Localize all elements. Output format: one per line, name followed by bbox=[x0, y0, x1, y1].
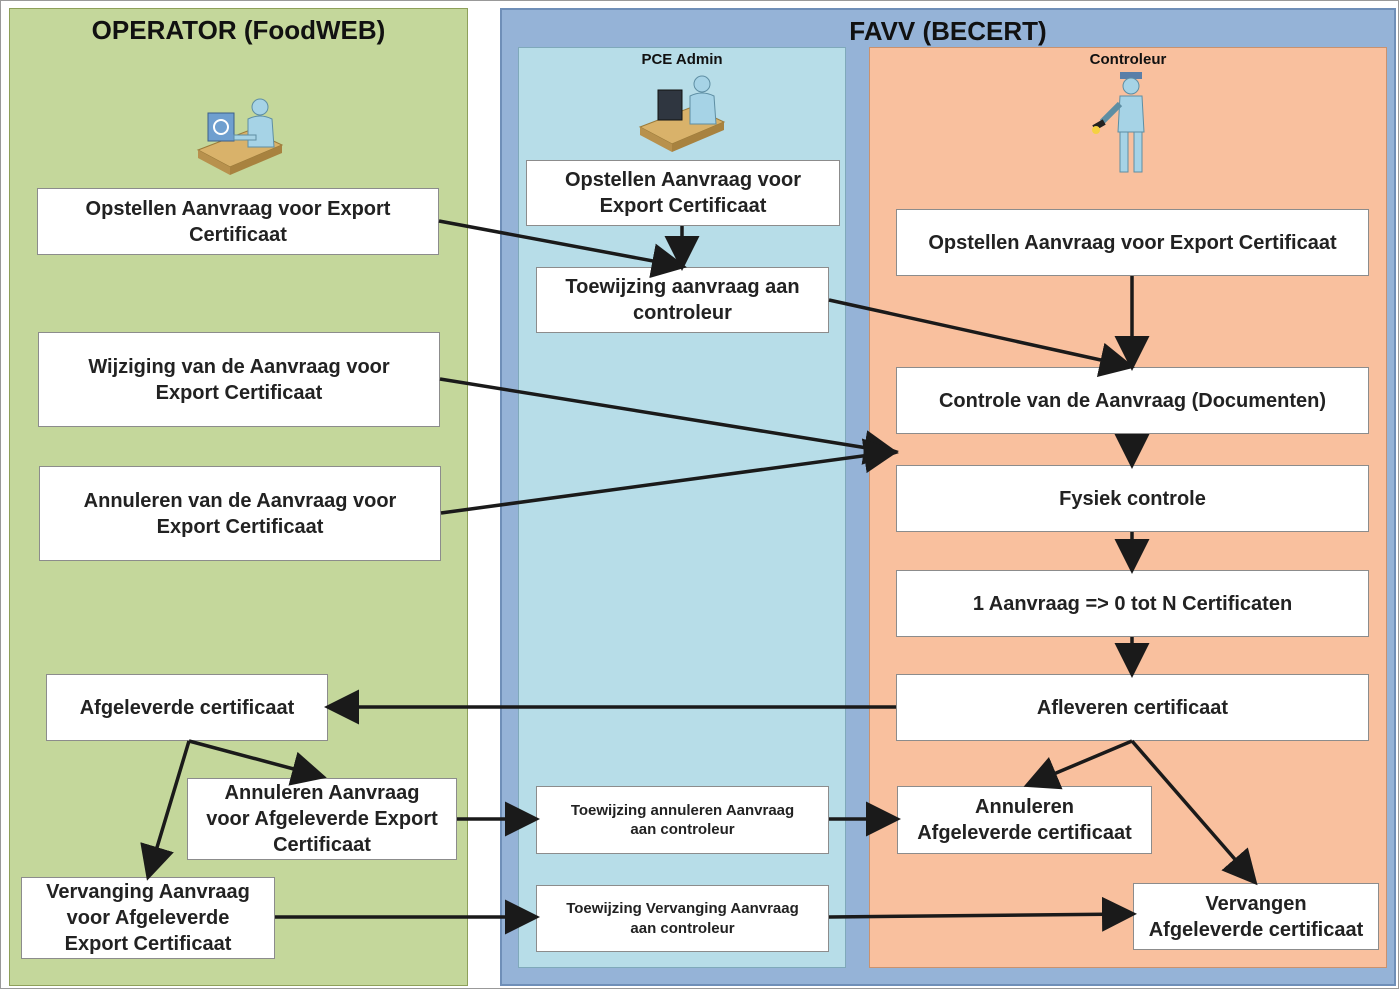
arrow-afleveren-to-vervangen bbox=[1130, 739, 1258, 886]
ctrl-opstellen-box: Opstellen Aanvraag voor Export Certifica… bbox=[896, 209, 1369, 276]
ctrl-fysiek-box: Fysiek controle bbox=[896, 465, 1369, 532]
operator-annuleren-box: Annuleren van de Aanvraag voor Export Ce… bbox=[39, 466, 441, 561]
arrow-wijziging-to-controleur bbox=[439, 377, 899, 465]
arrow-afgeleverde-to-vervanging bbox=[140, 740, 191, 881]
controleur-lane-title: Controleur bbox=[1089, 51, 1167, 68]
person-at-computer-icon bbox=[638, 75, 726, 152]
arrow-toewijzing-to-controle bbox=[828, 298, 1135, 378]
person-at-computer-icon bbox=[196, 98, 284, 175]
operator-opstellen-box: Opstellen Aanvraag voor Export Certifica… bbox=[37, 188, 439, 255]
pce-toewijzing-vervanging-box: Toewijzing Vervanging Aanvraag aan contr… bbox=[536, 885, 829, 952]
favv-lane-title: FAVV (BECERT) bbox=[849, 16, 1047, 46]
operator-annuleren-afgeleverde-box: Annuleren Aanvraag voor Afgeleverde Expo… bbox=[187, 778, 457, 860]
arrow-annuleren-to-controleur bbox=[440, 438, 899, 515]
ctrl-annuleren-box: Annuleren Afgeleverde certificaat bbox=[897, 786, 1152, 854]
pce-admin-lane-title: PCE Admin bbox=[641, 51, 723, 68]
arrow-afgeleverde-to-annuleren bbox=[188, 739, 327, 786]
ctrl-aanvraag-n-box: 1 Aanvraag => 0 tot N Certificaten bbox=[896, 570, 1369, 637]
inspector-with-flashlight-icon bbox=[1092, 72, 1145, 173]
operator-lane-title: OPERATOR (FoodWEB) bbox=[91, 15, 386, 45]
arrow-operator-to-toewijzing bbox=[438, 219, 687, 279]
pce-toewijzing-annuleren-box: Toewijzing annuleren Aanvraag aan contro… bbox=[536, 786, 829, 854]
ctrl-vervangen-box: Vervangen Afgeleverde certificaat bbox=[1133, 883, 1379, 950]
operator-wijziging-box: Wijziging van de Aanvraag voor Export Ce… bbox=[38, 332, 440, 427]
arrow-afleveren-to-ctrl-annuleren bbox=[1023, 739, 1133, 790]
pce-opstellen-box: Opstellen Aanvraag voor Export Certifica… bbox=[526, 160, 840, 226]
arrow-toewijzing-vervanging-to-vervangen bbox=[828, 896, 1137, 932]
